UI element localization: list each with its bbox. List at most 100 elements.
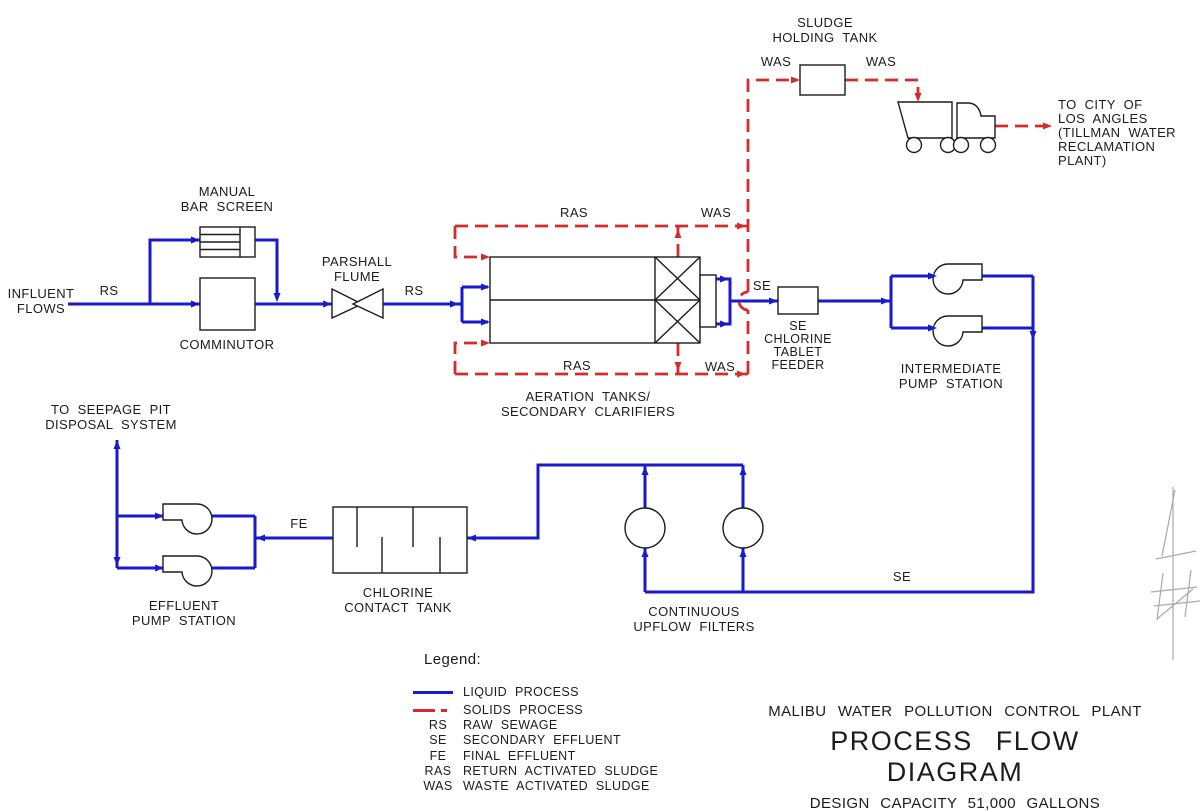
to-city-line3: (TILLMAN WATER [1058,125,1176,140]
sludge-tank-label: SLUDGE HOLDING TANK [772,15,877,45]
arrow-clarifier-out-lower [720,320,729,328]
effluent-ps-label: EFFLUENT PUMP STATION [132,598,236,628]
legend-text-fe: FINAL EFFLUENT [463,749,576,763]
feeder-label-line4: FEEDER [771,358,825,372]
arrow-bar-screen-rejoin [273,293,281,302]
arrow-seepage-riser [113,440,121,449]
was-tag-top: WAS [700,205,732,220]
liquid-process-lines [68,238,1035,594]
effluent-pump-2 [162,555,213,587]
se-tag-filters: SE [892,569,912,584]
bar-screen-label-line2: BAR SCREEN [180,199,274,214]
aeration-label-line1: AERATION TANKS/ [525,389,651,404]
arrow-into-int-pump-1 [928,272,937,280]
chlorine-feeder-label: SE CHLORINE TABLET FEEDER [764,320,832,372]
fe-tag: FE [290,516,308,531]
arrow-into-comminutor [191,300,200,308]
intermediate-pump-2 [932,315,983,347]
ras-tag-bottom: RAS [563,358,591,373]
legend-abbr-was: WAS [423,779,453,793]
legend-solids-process: SOLIDS PROCESS [463,703,584,717]
was-line-hop [737,290,749,312]
to-city-line1: TO CITY OF [1058,97,1143,112]
parshall-flume-label: PARSHALL FLUME [322,254,392,284]
truck-wheel [952,136,970,154]
intermediate-ps-line1: INTERMEDIATE [900,361,1002,376]
feeder-label-line2: CHLORINE [764,332,832,346]
intermediate-pump-outlets [982,274,1033,330]
aeration-label: AERATION TANKS/ SECONDARY CLARIFIERS [501,389,675,419]
solids-process-swatch [413,709,453,712]
aeration-label-line2: SECONDARY CLARIFIERS [500,404,676,419]
feeder-label-line1: SE [789,319,807,333]
effluent-loop-right [212,514,257,570]
contact-tank-label: CHLORINE CONTACT TANK [344,585,452,615]
liquid-flow-arrows [113,236,1037,572]
legend-text-se: SECONDARY EFFLUENT [463,733,621,747]
contact-tank-line2: CONTACT TANK [344,600,452,615]
effluent-ps-line1: EFFLUENT [148,598,220,613]
arrow-into-int-pump-2 [928,324,937,332]
arrow-into-sludge-tank [791,76,800,84]
arrow-clarifier-bottom-down [674,362,682,371]
comminutor-box [199,277,256,331]
arrow-into-feeder [769,297,778,305]
equipment-shapes [162,64,997,587]
arrow-into-contact-tank [467,534,476,542]
filter-header-to-contact-tank [467,463,743,540]
legend-abbr-fe: FE [429,749,447,763]
drawing-title: PROCESS FLOW DIAGRAM [830,726,1080,787]
comminutor-label: COMMINUTOR [179,337,275,352]
to-city-line5: PLANT) [1058,153,1107,168]
liquid-process-swatch [413,691,453,694]
plant-name: MALIBU WATER POLLUTION CONTROL PLANT [768,703,1142,720]
parshall-flume-left [331,287,364,320]
legend-liquid-process: LIQUID PROCESS [463,685,579,699]
arrow-was-bottom [737,370,746,378]
arrow-into-eff-pump-1 [155,512,164,520]
manual-bar-screen-label: MANUAL BAR SCREEN [181,184,274,214]
legend-text-ras: RETURN ACTIVATED SLUDGE [463,764,659,778]
bar-screen-label-line1: MANUAL [198,184,256,199]
feeder-label-line3: TABLET [773,345,823,359]
arrow-filter-top-2 [739,466,747,475]
clarifier-x-marks [654,256,701,344]
bar-screen-bars [200,227,241,257]
arrow-se-drop [1029,331,1037,340]
legend-text-rs: RAW SEWAGE [463,718,558,732]
legend-heading: Legend: [424,651,482,668]
was-vertical-upper [746,78,797,292]
clarifier-outlet-box [699,274,717,328]
sludge-tank-line1: SLUDGE [797,15,853,30]
contact-tank-baffles [356,507,441,573]
arrow-eff-left-vertical [113,557,121,566]
arrow-filter-top-1 [641,466,649,475]
north-arrow-symbol [1150,487,1200,660]
solids-flow-arrows [481,76,1052,378]
arrow-into-bar-screen [191,236,200,244]
contact-tank-line1: CHLORINE [362,585,434,600]
influent-label-line1: INFLUENT [7,286,75,301]
arrow-tank-inlet-lower [481,318,490,326]
arrow-tank-inlet-upper [481,283,490,291]
design-capacity: DESIGN CAPACITY 51,000 GALLONS [809,795,1101,812]
arrow-at-splitter [450,300,459,308]
sludge-tank-line2: HOLDING TANK [772,30,878,45]
upflow-filter-2 [722,507,764,549]
bar-screen-return [255,238,279,299]
legend-abbr-rs: RS [428,718,448,732]
title-block: MALIBU WATER POLLUTION CONTROL PLANT PRO… [755,703,1155,812]
arrow-into-filter-2 [739,548,747,557]
legend-abbr-se: SE [429,733,447,747]
flume-label-line1: PARSHALL [321,254,393,269]
was-tag-sludge-in: WAS [760,54,792,69]
intermediate-ps-label: INTERMEDIATE PUMP STATION [899,361,1003,391]
intermediate-pump-header [889,274,936,330]
to-city-line4: RECLAMATION [1058,139,1156,154]
upflow-filters-line1: CONTINUOUS [648,604,740,619]
intermediate-ps-line2: PUMP STATION [898,376,1004,391]
to-city-line2: LOS ANGLES [1058,111,1148,126]
truck-wheel [979,136,997,154]
